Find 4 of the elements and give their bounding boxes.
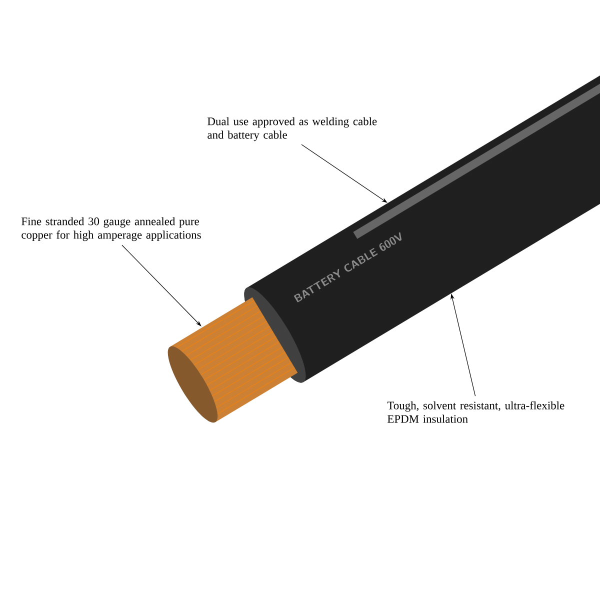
leader-line [122,244,202,326]
callout-text: Dual use approved as welding cable and battery cable [208,117,377,142]
callout-text: Tough, solvent resistant, ultra-flexible EPDM insulation [387,401,564,423]
callout-text: Fine stranded 30 gauge annealed pure copper for high amperage applications [22,217,201,242]
